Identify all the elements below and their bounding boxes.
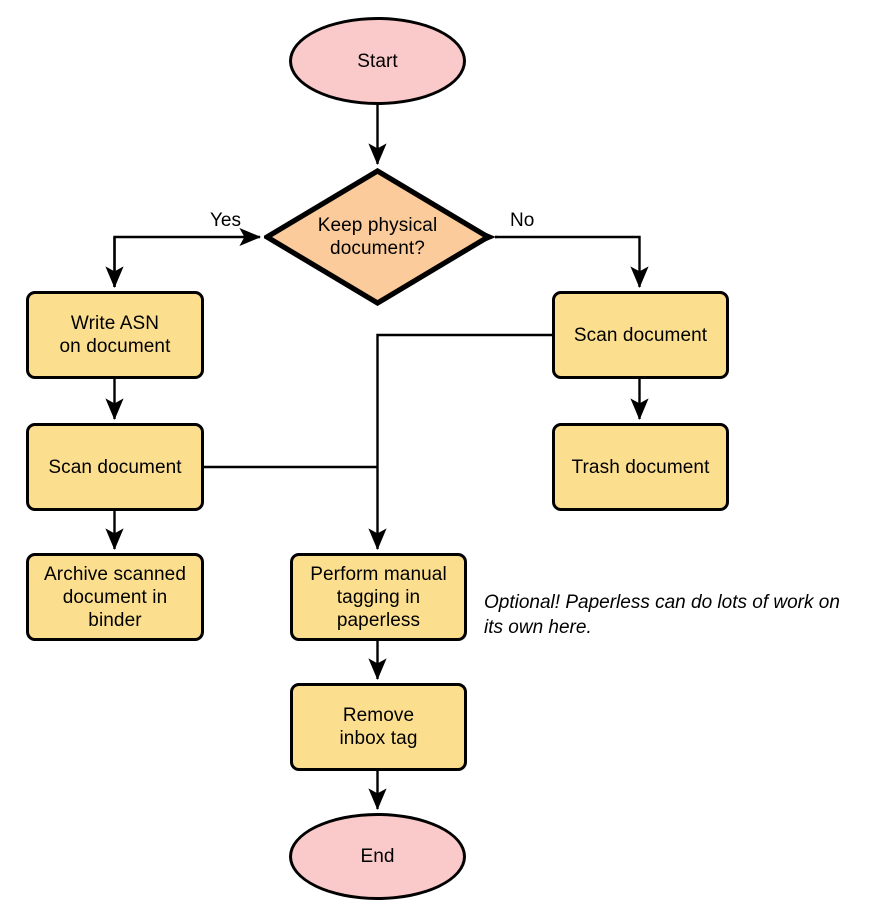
node-write-asn-label-line1: Write ASN — [70, 313, 160, 334]
node-remove-inbox-tag[interactable]: Remove inbox tag — [290, 683, 467, 771]
node-remove-inbox-label-line2: inbox tag — [339, 728, 418, 749]
node-trash-document-label: Trash document — [571, 456, 710, 478]
node-end[interactable]: End — [289, 813, 466, 900]
node-scan-document-right-label: Scan document — [573, 324, 708, 346]
annotation-optional-note-line1: Optional! Paperless can do lots of work … — [484, 592, 840, 613]
annotation-optional-note: Optional! Paperless can do lots of work … — [484, 590, 884, 640]
node-perform-manual-tagging[interactable]: Perform manual tagging in paperless — [290, 553, 467, 641]
node-scan-document-right[interactable]: Scan document — [552, 291, 729, 379]
edge-label-yes: Yes — [210, 210, 241, 231]
node-decision-label-line2: document? — [330, 238, 425, 259]
node-decision-label-line1: Keep physical — [317, 215, 438, 236]
node-write-asn-label-line2: on document — [59, 336, 171, 357]
diamond-shape — [264, 168, 491, 306]
node-scan-document-left[interactable]: Scan document — [26, 423, 204, 511]
node-end-label: End — [360, 846, 395, 867]
node-remove-inbox-label: Remove inbox tag — [339, 704, 417, 750]
node-write-asn-label: Write ASN on document — [60, 312, 171, 358]
node-archive-label: Archive scanned document in binder — [44, 563, 186, 632]
edge-decision-no-to-scan-right — [474, 227, 649, 288]
node-remove-inbox-label-line1: Remove — [342, 705, 415, 726]
node-archive-label-line3: binder — [88, 609, 142, 631]
node-start-label: Start — [357, 50, 398, 72]
edge-label-no: No — [510, 210, 535, 231]
node-tagging-label: Perform manual tagging in paperless — [310, 563, 447, 632]
node-archive-scanned-document[interactable]: Archive scanned document in binder — [26, 553, 204, 641]
node-tagging-label-line2: tagging in — [336, 586, 421, 608]
edge-scan-right-to-tagging — [368, 333, 552, 550]
node-write-asn-on-document[interactable]: Write ASN on document — [26, 291, 204, 379]
node-scan-document-left-label: Scan document — [48, 456, 182, 478]
node-tagging-label-line3: paperless — [336, 609, 421, 631]
node-archive-label-line2: document in — [62, 586, 168, 608]
node-tagging-label-line1: Perform manual — [310, 563, 447, 585]
node-start[interactable]: Start — [289, 17, 466, 105]
node-archive-label-line1: Archive scanned — [44, 563, 186, 585]
annotation-optional-note-line2: its own here. — [484, 617, 592, 638]
edge-decision-yes-to-write-asn — [105, 227, 261, 288]
node-decision-label: Keep physical document? — [264, 214, 491, 260]
node-decision-keep-physical-document[interactable]: Keep physical document? — [264, 168, 491, 306]
node-trash-document[interactable]: Trash document — [552, 423, 729, 511]
